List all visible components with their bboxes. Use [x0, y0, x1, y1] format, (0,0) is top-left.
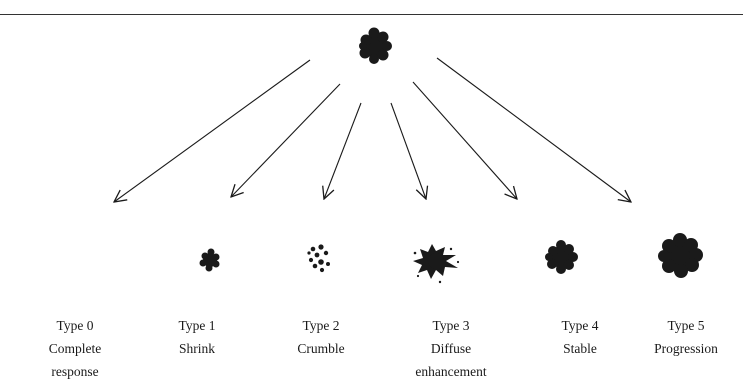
type-5-title: Type 5	[667, 318, 705, 333]
type-1-desc-line-1: Shrink	[178, 341, 215, 356]
arrow-type-3	[390, 102, 426, 199]
type-1-title: Type 1	[178, 318, 216, 333]
type-2-label: Type 2 Crumble	[266, 314, 376, 360]
type-4-desc-line-1: Stable	[563, 341, 597, 356]
type-0-label: Type 0 Complete response	[20, 314, 130, 383]
type-3-title: Type 3	[432, 318, 470, 333]
type-4-title: Type 4	[561, 318, 599, 333]
type-0-desc-line-2: response	[51, 364, 99, 379]
blob-icon	[545, 240, 578, 274]
type-0-desc-line-1: Complete	[48, 341, 102, 356]
arrow-type-5	[436, 57, 631, 202]
type-4-label: Type 4 Stable	[525, 314, 635, 360]
large-blob-icon	[658, 233, 703, 278]
arrow-type-0	[114, 59, 311, 202]
small-blob-icon	[199, 248, 220, 272]
arrow-type-1	[231, 83, 341, 197]
type-1-label: Type 1 Shrink	[142, 314, 252, 360]
type-3-label: Type 3 Diffuse enhancement	[396, 314, 506, 383]
top-rule	[0, 14, 743, 15]
crumbled-dots-icon	[307, 244, 330, 273]
type-5-label: Type 5 Progression	[631, 314, 741, 360]
type-2-title: Type 2	[302, 318, 340, 333]
starburst-blob-icon	[413, 244, 460, 284]
type-5-desc-line-1: Progression	[654, 341, 718, 356]
arrow-type-2	[324, 102, 362, 199]
source-tumor-icon	[359, 27, 392, 64]
type-3-desc-line-2: enhancement	[415, 364, 487, 379]
type-3-desc-line-1: Diffuse	[430, 341, 472, 356]
type-2-desc-line-1: Crumble	[297, 341, 345, 356]
type-0-title: Type 0	[56, 318, 94, 333]
arrow-type-4	[412, 81, 517, 199]
